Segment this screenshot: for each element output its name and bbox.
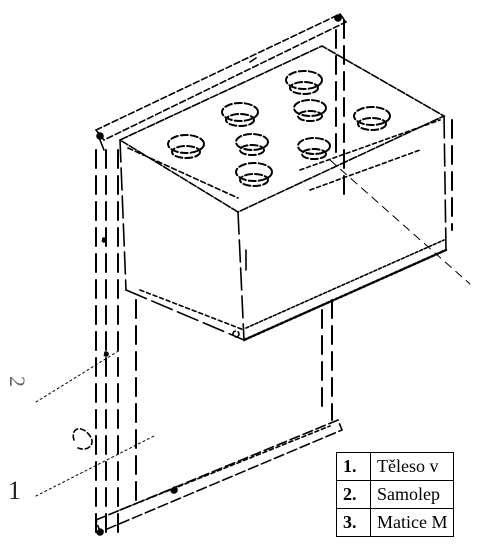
legend-row-text: Těleso v (369, 452, 455, 481)
parts-legend: 1. Těleso v 2. Samolep 3. Matice M (336, 452, 484, 547)
mounting-screw-detail (72, 237, 240, 450)
parts-legend-table: 1. Těleso v 2. Samolep 3. Matice M (336, 452, 455, 537)
enclosure-top-face (118, 45, 446, 213)
legend-row-number: 2. (336, 480, 371, 509)
legend-row: 3. Matice M (336, 508, 455, 537)
legend-row: 1. Těleso v (336, 452, 455, 481)
leader-line-right (329, 159, 471, 285)
callout-label-1: 1 (8, 476, 21, 505)
legend-row-number: 1. (336, 452, 371, 481)
top-mounting-rail (94, 12, 348, 151)
legend-row-text: Matice M (369, 508, 455, 537)
callout-label-2: 2 (5, 376, 30, 387)
legend-row: 2. Samolep (336, 480, 455, 509)
vertical-mounting-rails (95, 19, 453, 541)
enclosure-box-body (119, 115, 448, 342)
cable-glands (167, 70, 391, 187)
legend-row-number: 3. (336, 508, 371, 537)
bottom-mounting-rail (95, 418, 344, 536)
callout-leaders (35, 349, 155, 497)
legend-row-text: Samolep (369, 480, 455, 509)
